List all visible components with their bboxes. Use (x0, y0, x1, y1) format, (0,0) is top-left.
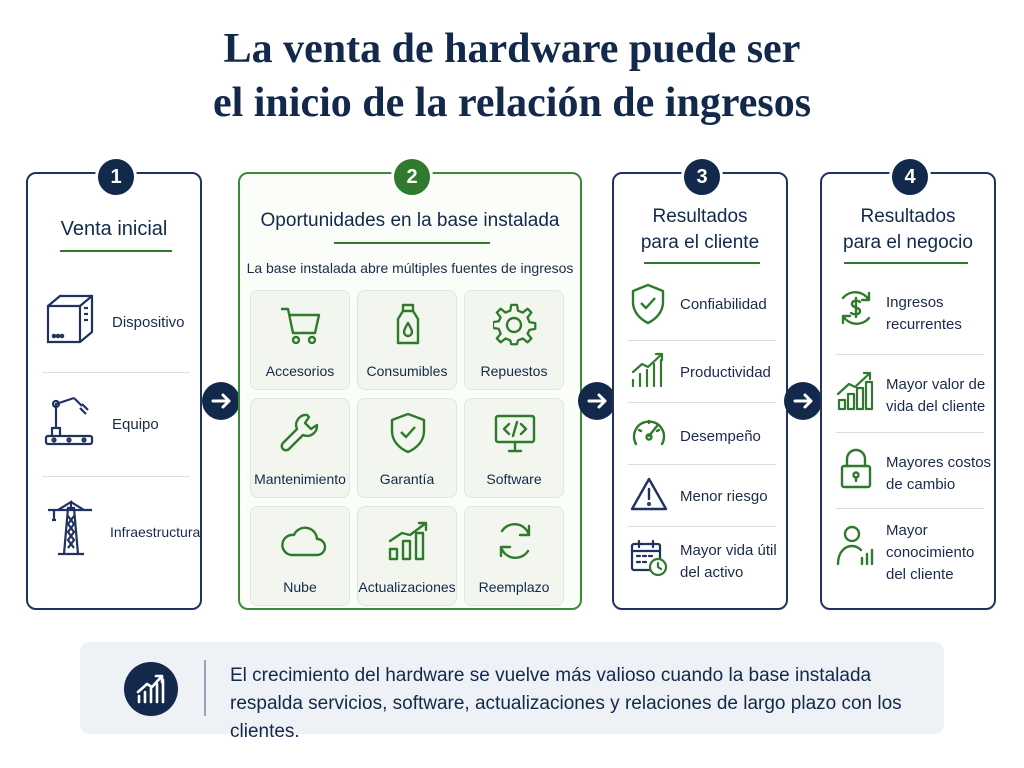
tile-updates: Actualizaciones (357, 506, 457, 606)
step-3-badge: 3 (681, 156, 723, 198)
step-3-panel: 3 Resultados para el cliente Confiabilid… (612, 156, 788, 610)
tile-accessories: Accesorios (250, 290, 350, 390)
tile-label: Accesorios (265, 363, 335, 379)
growth-chart-icon (124, 662, 178, 716)
step-4-underline (844, 262, 968, 264)
robot-arm-icon (44, 396, 94, 446)
refresh-icon (499, 522, 531, 560)
arrow-icon (784, 382, 822, 420)
step-2-panel: 2 Oportunidades en la base instalada La … (238, 156, 582, 610)
footer-callout: El crecimiento del hardware se vuelve má… (80, 642, 944, 742)
divider (836, 508, 984, 509)
arrow-icon (202, 382, 240, 420)
divider (42, 476, 190, 477)
step-2-underline (334, 242, 490, 244)
dollar-cycle-icon (841, 291, 871, 325)
step-4-title-line-1: Resultados (860, 206, 956, 227)
step-3-title-line-1: Resultados (652, 206, 748, 227)
step-4-title-line-2: para el negocio (843, 232, 973, 253)
tile-label: Garantía (379, 471, 435, 487)
tile-label: Consumibles (366, 363, 448, 379)
step-2-title: Oportunidades en la base instalada (260, 210, 560, 231)
divider (628, 464, 776, 465)
cart-icon (281, 307, 321, 345)
step-2-badge: 2 (391, 156, 433, 198)
step-4-item-label-line-1: Mayor (886, 522, 928, 539)
step-1-underline (60, 250, 172, 252)
footer-divider (204, 660, 206, 716)
tile-spare-parts: Repuestos (464, 290, 564, 390)
step-4-item-label-line-1: Ingresos (886, 294, 944, 311)
step-2-subtitle: La base instalada abre múltiples fuentes… (246, 260, 574, 276)
wrench-icon (280, 413, 319, 452)
tile-warranty: Garantía (357, 398, 457, 498)
footer-text: El crecimiento del hardware se vuelve má… (230, 662, 930, 746)
device-icon (46, 294, 94, 344)
step-4-item-label-line-3: del cliente (886, 566, 954, 583)
tile-label: Actualizaciones (358, 579, 456, 595)
tile-label: Nube (283, 579, 317, 595)
bottle-icon (396, 303, 420, 345)
divider (628, 526, 776, 527)
divider (836, 354, 984, 355)
tile-software: Software (464, 398, 564, 498)
step-1-item-label: Infraestructura (110, 524, 201, 540)
step-4-badge: 4 (889, 156, 931, 198)
gauge-icon (632, 419, 666, 446)
divider (628, 402, 776, 403)
step-4-item-label-line-2: de cambio (886, 476, 956, 493)
step-4-item-label-line-2: vida del cliente (886, 398, 986, 415)
calendar-clock-icon (630, 539, 668, 577)
tile-label: Mantenimiento (254, 471, 346, 487)
step-4-item-label-line-2: conocimiento (886, 544, 975, 561)
title-line-2: el inicio de la relación de ingresos (212, 80, 812, 126)
title-line-1: La venta de hardware puede ser (223, 26, 801, 72)
divider (836, 432, 984, 433)
tile-label: Repuestos (480, 363, 548, 379)
gear-icon (493, 303, 537, 346)
step-4-item-label-line-1: Mayores costos (886, 454, 992, 471)
step-1-item-label: Dispositivo (112, 314, 185, 331)
growth-bars-icon (836, 371, 874, 411)
tile-maintenance: Mantenimiento (250, 398, 350, 498)
step-3-title-line-2: para el cliente (640, 232, 760, 253)
cloud-icon (281, 526, 327, 557)
tile-replacement: Reemplazo (464, 506, 564, 606)
step-3-item-label-line-2: del activo (680, 564, 744, 581)
step-1-badge: 1 (95, 156, 137, 198)
step-3-item-label: Menor riesgo (680, 488, 768, 505)
footer-line-1: El crecimiento del hardware se vuelve má… (230, 665, 872, 686)
step-3-item-label: Confiabilidad (680, 296, 767, 313)
growth-bars-icon (388, 521, 428, 561)
divider (628, 340, 776, 341)
step-1-title: Venta inicial (60, 218, 168, 240)
shield-check-icon (631, 283, 665, 325)
tile-label: Software (486, 471, 542, 487)
growth-bars-icon (631, 352, 664, 388)
warning-icon (630, 477, 668, 511)
page-title: La venta de hardware puede ser el inicio… (0, 22, 1024, 130)
footer-line-2: respalda servicios, software, actualizac… (230, 693, 902, 742)
code-monitor-icon (494, 414, 536, 453)
step-3-underline (644, 262, 760, 264)
step-4-panel: 4 Resultados para el negocio Ingresos re… (820, 156, 996, 610)
lock-icon (840, 448, 872, 489)
step-1-item-label: Equipo (112, 416, 159, 433)
step-3-item-label-line-1: Mayor vida útil (680, 542, 777, 559)
step-1-panel: 1 Venta inicial Dispositivo Equipo Infra… (26, 156, 202, 610)
tile-consumables: Consumibles (357, 290, 457, 390)
divider (42, 372, 190, 373)
step-4-item-label-line-1: Mayor valor de (886, 376, 986, 393)
arrow-icon (578, 382, 616, 420)
step-3-item-label: Productividad (680, 364, 771, 381)
tile-cloud: Nube (250, 506, 350, 606)
tile-label: Reemplazo (478, 579, 550, 595)
tower-icon (48, 500, 92, 556)
step-3-item-label: Desempeño (680, 428, 761, 445)
shield-check-icon (390, 412, 426, 454)
step-4-item-label-line-2: recurrentes (886, 316, 962, 333)
user-chart-icon (836, 525, 874, 566)
